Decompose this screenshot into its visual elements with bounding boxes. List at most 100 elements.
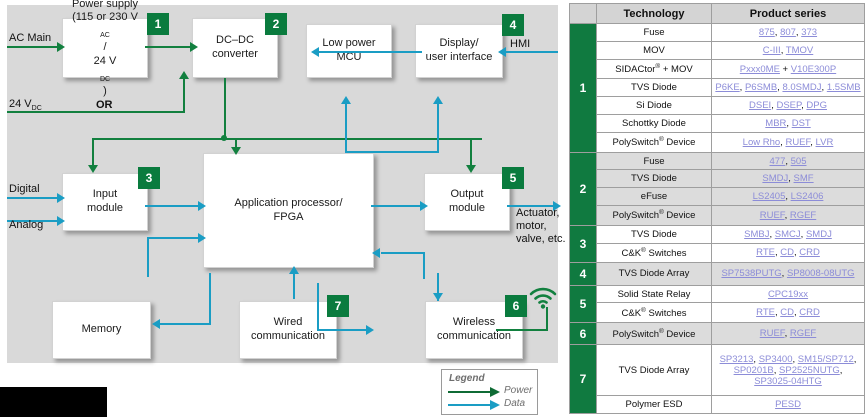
block-display-user-interface[interactable]: Display/ user interface xyxy=(415,24,503,78)
connector-power-to-input xyxy=(92,138,94,170)
badge-2[interactable]: 2 xyxy=(265,13,287,35)
technology-cell: TVS Diode xyxy=(596,224,712,244)
product-series-cell[interactable]: 875, 807, 373 xyxy=(711,23,865,42)
arrow-display-to-mcu xyxy=(311,47,319,57)
legend-data-arrow-icon xyxy=(448,400,500,410)
dcdc-line2: converter xyxy=(212,48,258,60)
product-series-cell[interactable]: SP3213, SP3400, SM15/SP712, SP0201B, SP2… xyxy=(711,344,865,397)
block-output-module[interactable]: Output module xyxy=(424,173,510,231)
product-series-cell[interactable]: RUEF, RGEF xyxy=(711,205,865,226)
table-header-corner xyxy=(569,3,597,24)
block-dcdc-label: DC–DC converter xyxy=(206,34,264,62)
badge-5[interactable]: 5 xyxy=(502,167,524,189)
product-series-cell[interactable]: Pxxx0ME + V10E300P xyxy=(711,58,865,80)
connector-antenna-riser xyxy=(546,307,548,331)
connector-ac-main xyxy=(7,46,59,48)
product-series-cell[interactable]: LS2405, LS2406 xyxy=(711,187,865,207)
technology-cell: TVS Diode xyxy=(596,169,712,189)
product-series-cell[interactable]: CPC19xx xyxy=(711,284,865,304)
connector-wired-to-app xyxy=(293,273,295,299)
technology-cell: TVS Diode Array xyxy=(596,344,712,397)
label-24vdc-sub: DC xyxy=(31,105,42,113)
product-series-cell[interactable]: SMBJ, SMCJ, SMDJ xyxy=(711,224,865,244)
product-series-cell[interactable]: SMDJ, SMF xyxy=(711,169,865,189)
product-series-cell[interactable]: Low Rho, RUEF, LVR xyxy=(711,131,865,153)
ps-sub-ac: AC xyxy=(100,32,110,40)
badge-3[interactable]: 3 xyxy=(138,167,160,189)
technology-cell: MOV xyxy=(596,40,712,60)
product-series-cell[interactable]: RTE, CD, CRD xyxy=(711,242,865,264)
connector-power-to-output xyxy=(470,138,472,170)
block-input-module[interactable]: Input module xyxy=(62,173,148,231)
connector-memory-horizontal xyxy=(157,323,211,325)
technology-cell: TVS Diode Array xyxy=(596,262,712,286)
legend-power-arrow-icon xyxy=(448,387,500,397)
block-output-label: Output module xyxy=(443,188,491,216)
product-series-cell[interactable]: C-III, TMOV xyxy=(711,40,865,60)
badge-7[interactable]: 7 xyxy=(327,295,349,317)
block-wireless-communication[interactable]: Wireless communication xyxy=(425,301,523,359)
display-line2: user interface xyxy=(425,51,493,63)
group-number-cell: 6 xyxy=(569,322,597,346)
block-memory[interactable]: Memory xyxy=(52,301,151,359)
connector-digital-in xyxy=(7,197,59,199)
connector-hmi xyxy=(501,51,558,53)
badge-6[interactable]: 6 xyxy=(505,295,527,317)
label-analog: Analog xyxy=(9,219,44,231)
display-line1: Display/ xyxy=(439,37,479,50)
product-series-cell[interactable]: DSEI, DSEP, DPG xyxy=(711,96,865,116)
connector-dcdc-down xyxy=(224,78,226,140)
output-line1: Output xyxy=(450,188,484,201)
product-series-cell[interactable]: 477, 505 xyxy=(711,151,865,171)
technology-cell: Solid State Relay xyxy=(596,284,712,304)
legend-title: Legend xyxy=(449,373,485,384)
product-series-cell[interactable]: P6KE, P6SMB, 8.0SMDJ, 1.5SMB xyxy=(711,78,865,98)
block-display-label: Display/ user interface xyxy=(420,37,499,65)
connector-input-to-app xyxy=(145,205,201,207)
arrow-to-memory xyxy=(152,319,160,329)
block-input-label: Input module xyxy=(81,188,129,216)
badge-1[interactable]: 1 xyxy=(147,13,169,35)
product-series-cell[interactable]: SP7538PUTG, SP8008-08UTG xyxy=(711,262,865,286)
badge-4[interactable]: 4 xyxy=(502,14,524,36)
technology-cell: SIDACtor® + MOV xyxy=(596,58,712,80)
mcu-line2: MCU xyxy=(336,51,362,63)
black-rectangle xyxy=(0,387,107,417)
technology-cell: Fuse xyxy=(596,23,712,42)
product-series-cell[interactable]: MBR, DST xyxy=(711,114,865,133)
product-series-cell[interactable]: RTE, CD, CRD xyxy=(711,302,865,324)
connector-to-wireless xyxy=(317,283,319,330)
arrow-down-wireless xyxy=(433,293,443,301)
label-24vdc: 24 VDC xyxy=(9,98,42,113)
technology-cell: eFuse xyxy=(596,187,712,207)
connector-app-to-memory xyxy=(209,273,211,325)
connector-24vdc-riser xyxy=(183,78,185,113)
arrow-app-to-output xyxy=(420,201,428,211)
product-series-cell[interactable]: RUEF, RGEF xyxy=(711,322,865,346)
product-series-cell[interactable]: PESD xyxy=(711,395,865,414)
table-header-product-series: Product series xyxy=(711,3,865,24)
connector-lower-left-riser xyxy=(147,237,149,277)
technology-cell: TVS Diode xyxy=(596,78,712,98)
arrow-ac-main xyxy=(57,42,65,52)
block-application-processor[interactable]: Application processor/ FPGA xyxy=(203,153,374,268)
technology-cell: Fuse xyxy=(596,151,712,171)
ps-line1: Power supply xyxy=(71,0,139,10)
connector-lower-left-to-app xyxy=(147,237,203,239)
label-actuator-2: motor, xyxy=(516,220,547,232)
arrow-wired-to-app xyxy=(289,266,299,274)
block-dcdc-converter[interactable]: DC–DC converter xyxy=(192,18,278,78)
technology-cell: Polymer ESD xyxy=(596,395,712,414)
arrow-app-to-display xyxy=(433,96,443,104)
technology-cell: PolySwitch® Device xyxy=(596,205,712,226)
